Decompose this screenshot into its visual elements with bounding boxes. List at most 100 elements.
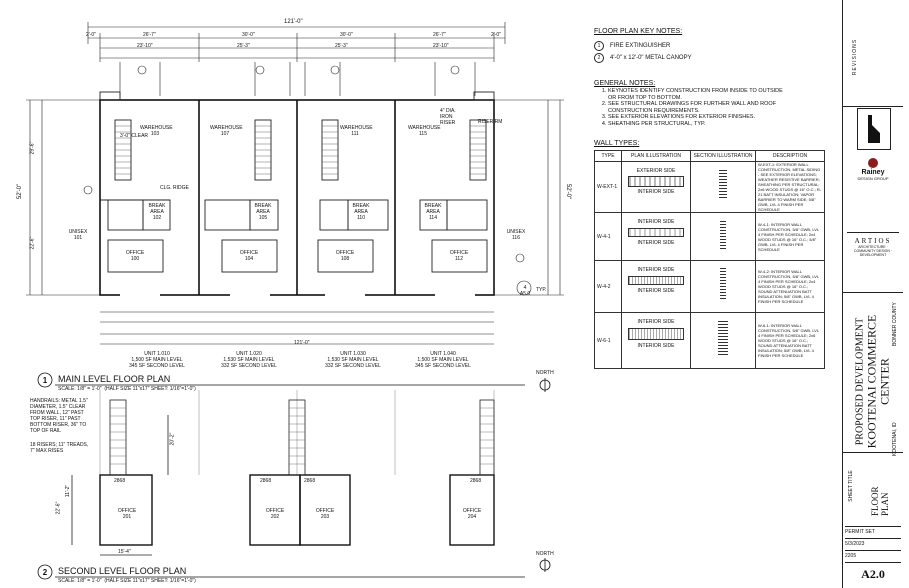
door-tag: 2868: [470, 478, 482, 484]
revisions-box: REVISIONS: [843, 18, 903, 107]
section-illustration: [690, 312, 756, 369]
sheet-title-box: SHEET TITLE FLOOR PLAN: [843, 452, 903, 523]
north-label: NORTH: [536, 551, 554, 557]
idaho-seal-icon: [868, 115, 880, 143]
dim-top-1: 26'-7": [143, 32, 156, 38]
rainey-logo-icon: [868, 158, 878, 168]
dim-top-5: 2'-0": [491, 32, 501, 38]
keynote-item: 2 4'-0" x 12'-0" METAL CANOPY: [594, 53, 692, 63]
revisions-label: REVISIONS: [852, 38, 859, 76]
sheet-title-label: SHEET TITLE: [847, 470, 854, 502]
handrail-note: HANDRAILS: METAL 1.5" DIAMETER, 1.5" CLE…: [30, 398, 88, 434]
door-tag: 2868: [304, 478, 316, 484]
plan1-title: MAIN LEVEL FLOOR PLAN: [58, 374, 171, 384]
dim-sub-2: 25'-3": [335, 43, 348, 49]
clear-label: 3'-0" CLEAR: [120, 133, 149, 139]
typ-label: TYP.: [536, 287, 547, 293]
job-number: 2205: [845, 550, 901, 559]
detail-callout: 4 A5.0: [519, 285, 531, 297]
title-block: REVISIONS Rainey DESIGN GROUP ARTIOS ARC…: [842, 0, 903, 588]
main-level-plan-drawing: [26, 22, 564, 580]
section-illustration: [690, 260, 756, 313]
section-illustration: [690, 161, 756, 213]
dim-sub-3: 23'-10": [433, 43, 449, 49]
col-section: SECTION ILLUSTRATION: [690, 150, 756, 162]
county-label: BONNER COUNTY: [892, 302, 898, 346]
project-line2: KOOTENAI COMMERCE CENTER: [864, 314, 892, 449]
door-tag: 2868: [260, 478, 272, 484]
riser-note: 18 RISERS; 11" TREADS, 7" MAX RISES: [30, 442, 89, 454]
general-note: KEYNOTES IDENTIFY CONSTRUCTION FROM INSI…: [608, 88, 788, 101]
wall-types-heading: WALL TYPES:: [594, 140, 640, 147]
dim-top-4: 26'-7": [433, 32, 446, 38]
dim-sub-0: 23'-10": [137, 43, 153, 49]
dim-top-3: 30'-0": [340, 32, 353, 38]
plan2-scale: SCALE: 1/8" = 1'-0" (HALF SIZE 11"x17" S…: [58, 578, 196, 584]
engineer-stamp: [857, 108, 891, 150]
general-note: SEE STRUCTURAL DRAWINGS FOR FURTHER WALL…: [608, 101, 788, 114]
plan1-number: 1: [42, 376, 48, 385]
bottom-overall-dim: 121'-0": [294, 340, 310, 346]
table-row: W-EXT-1 EXTERIOR SIDE INTERIOR SIDE W-EX…: [594, 161, 825, 213]
dim-11-2: 11'-2": [65, 484, 72, 498]
clg-ridge-label: CLG. RIDGE: [160, 185, 189, 191]
sheet-title: FLOOR PLAN: [870, 486, 890, 516]
dim-top-0: 2'-0": [86, 32, 96, 38]
table-row: W-6-1 INTERIOR SIDE INTERIOR SIDE W-6-1:…: [594, 312, 825, 369]
wall-types-table: TYPE PLAN ILLUSTRATION SECTION ILLUSTRAT…: [594, 150, 825, 369]
project-name-box: PROPOSED DEVELOPMENT KOOTENAI COMMERCE C…: [843, 292, 903, 456]
plan-illustration: INTERIOR SIDE INTERIOR SIDE: [621, 312, 691, 369]
plan-illustration: INTERIOR SIDE INTERIOR SIDE: [621, 212, 691, 261]
side-dim-upper: 29'-6": [29, 141, 36, 155]
dim-22-6: 22'-6": [55, 501, 62, 515]
dim-20-2: 20'-2": [169, 432, 176, 446]
col-description: DESCRIPTION: [755, 150, 825, 162]
dim-15-4: 15'-4": [118, 549, 131, 555]
table-row: W-4-1 INTERIOR SIDE INTERIOR SIDE W-4-1:…: [594, 212, 825, 261]
door-tag: 2868: [114, 478, 126, 484]
general-note: SEE EXTERIOR ELEVATIONS FOR EXTERIOR FIN…: [608, 114, 788, 121]
rainey-logo: Rainey DESIGN GROUP: [847, 158, 899, 181]
col-plan: PLAN ILLUSTRATION: [621, 150, 691, 162]
side-dim-left: 52'-0": [17, 183, 24, 200]
plan-illustration: EXTERIOR SIDE INTERIOR SIDE: [621, 161, 691, 213]
side-dim-lower: 22'-6": [29, 236, 36, 250]
col-type: TYPE: [594, 150, 622, 162]
issued-for: PERMIT SET: [845, 526, 901, 535]
section-illustration: [690, 212, 756, 261]
riser-room-label: RISER RM: [478, 119, 503, 125]
plan-illustration: INTERIOR SIDE INTERIOR SIDE: [621, 260, 691, 313]
general-note: SHEATHING PER STRUCTURAL, TYP.: [608, 121, 788, 128]
general-notes-heading: GENERAL NOTES:: [594, 80, 656, 87]
plan2-title: SECOND LEVEL FLOOR PLAN: [58, 566, 187, 576]
artios-logo: ARTIOS ARCHITECTURE · COMMUNITY DESIGN ·…: [847, 232, 899, 257]
overall-dimension: 121'-0": [284, 19, 303, 25]
keynotes-heading: FLOOR PLAN KEY NOTES:: [594, 28, 683, 35]
location-label: KOOTENAI, ID: [892, 422, 898, 456]
sheet-number: A2.0: [845, 562, 901, 582]
general-notes-list: KEYNOTES IDENTIFY CONSTRUCTION FROM INSI…: [594, 88, 788, 128]
side-dim-right: 52'-0": [565, 183, 572, 200]
iron-riser-label: 4" DIA. IRON RISER: [440, 108, 456, 126]
plan1-scale: SCALE: 1/8" = 1'-0" (HALF SIZE 11"x17" S…: [58, 386, 196, 392]
